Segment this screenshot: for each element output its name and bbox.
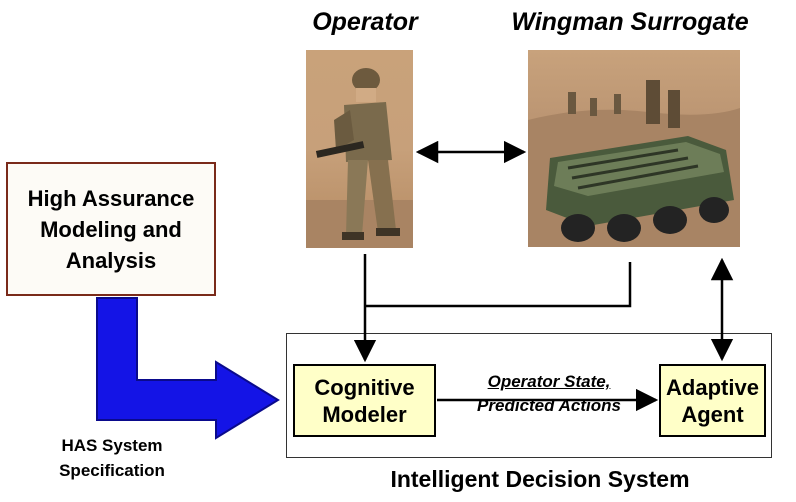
high-assurance-label: High Assurance Modeling and Analysis bbox=[27, 185, 195, 273]
wingman-to-modeler-line bbox=[365, 262, 632, 308]
cognitive-modeler-box: Cognitive Modeler bbox=[293, 364, 436, 437]
cognitive-modeler-line2: Modeler bbox=[322, 401, 407, 427]
big-blue-arrow bbox=[96, 297, 280, 440]
has-spec-label: HAS System Specification bbox=[14, 433, 210, 483]
operator-title: Operator bbox=[312, 8, 418, 36]
has-spec-line1: HAS System bbox=[61, 436, 163, 455]
has-spec-line2: Specification bbox=[59, 461, 165, 480]
wingman-photo bbox=[528, 50, 740, 247]
operator-photo bbox=[306, 50, 413, 248]
wingman-title: Wingman Surrogate bbox=[511, 8, 749, 36]
adaptive-agent-line2: Agent bbox=[681, 401, 744, 427]
operator-state-line1: Operator State, bbox=[487, 372, 611, 391]
intelligent-decision-system-label: Intelligent Decision System bbox=[390, 466, 690, 492]
cognitive-modeler-line1: Cognitive bbox=[314, 374, 415, 400]
adaptive-agent-box: Adaptive Agent bbox=[659, 364, 766, 437]
high-assurance-box: High Assurance Modeling and Analysis bbox=[6, 162, 216, 296]
adaptive-agent-line1: Adaptive bbox=[666, 374, 759, 400]
